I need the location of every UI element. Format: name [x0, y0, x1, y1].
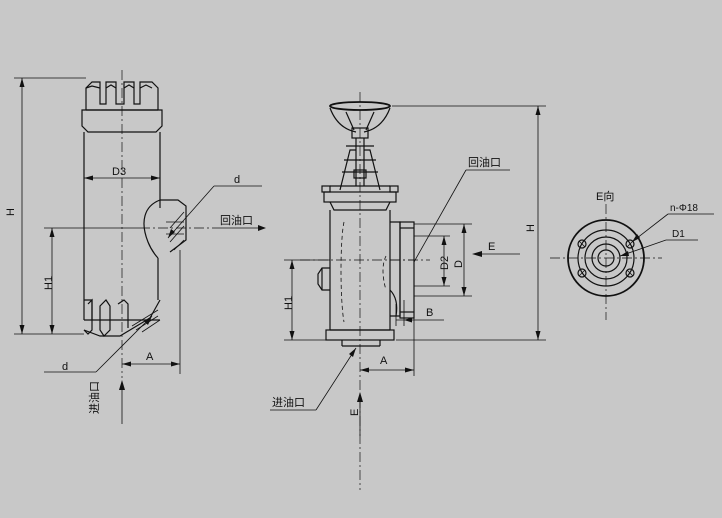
left-view: H H1 D3 d 回油口 d A 进油口	[5, 70, 266, 424]
front-label-E: E	[488, 241, 495, 253]
knurled-cap	[81, 81, 163, 133]
front-dim-D2: D2	[439, 256, 451, 270]
front-dim-H: H	[525, 224, 537, 232]
front-label-inlet-port: 进油口	[272, 395, 305, 409]
flange-label-D1: D1	[672, 229, 685, 240]
left-body	[83, 132, 187, 337]
left-label-inlet-port: 进油口	[87, 381, 101, 414]
left-dim-D3: D3	[112, 166, 126, 178]
flange-view: E向 n-Φ18 D1	[550, 189, 714, 320]
front-label-return-port: 回油口	[468, 155, 501, 169]
left-dim-H1: H1	[43, 276, 55, 290]
bolt-holes	[577, 239, 635, 278]
left-label-d-top: d	[234, 174, 240, 186]
left-dim-H: H	[5, 208, 17, 216]
front-label-E-bottom: E	[349, 409, 361, 416]
left-label-return-port: 回油口	[220, 213, 253, 227]
front-dim-B: B	[426, 307, 433, 319]
front-dim-A: A	[380, 355, 388, 367]
flange-title: E向	[596, 189, 614, 203]
left-label-d-bottom: d	[62, 361, 68, 373]
front-dim-D: D	[453, 260, 465, 268]
left-dim-A: A	[146, 351, 154, 363]
front-view: H H1 D2 D E 回油口 B	[270, 92, 546, 490]
front-body	[317, 210, 415, 347]
flange-label-bolt-holes: n-Φ18	[670, 203, 698, 214]
front-dim-H1: H1	[283, 296, 295, 310]
